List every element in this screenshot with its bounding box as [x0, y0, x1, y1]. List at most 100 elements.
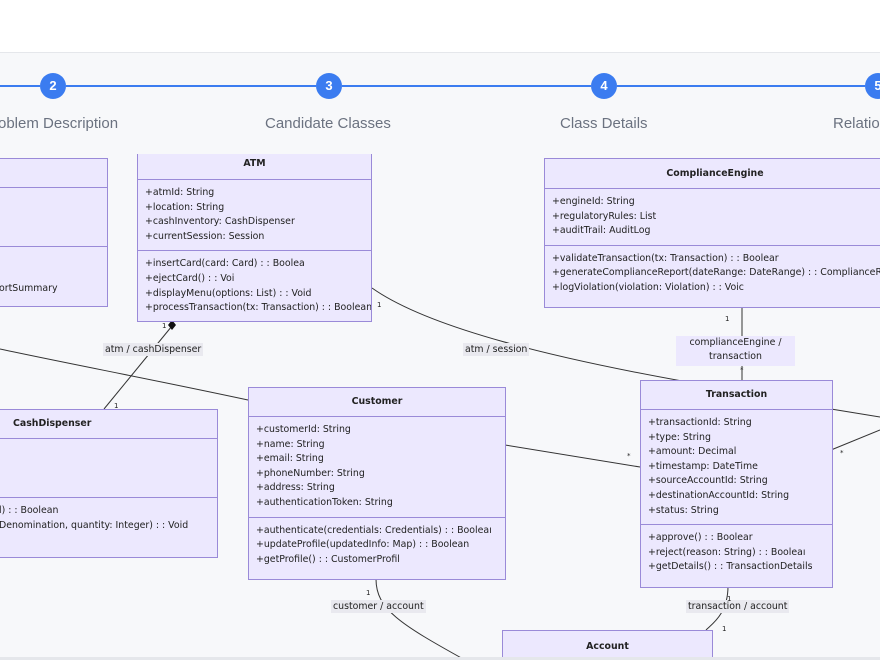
class-methods: +approve() : : Boolear +reject(reason: S…	[641, 525, 832, 581]
class-diagram-canvas[interactable]: ortSummary ATM +atmId: String +location:…	[0, 154, 880, 660]
step-5-circle[interactable]: 5	[865, 73, 880, 99]
attribute-row: +customerId: String	[256, 424, 351, 435]
top-bar	[0, 0, 880, 53]
attribute-row: +atmId: String	[145, 187, 215, 198]
class-name: Account	[503, 631, 712, 660]
method-row: Denomination, quantity: Integer) : : Voi…	[0, 519, 189, 531]
edge-label-compliance-transaction: complianceEngine / transaction	[676, 336, 795, 366]
edge-line	[705, 585, 729, 631]
class-attributes: +atmId: String +location: String +cashIn…	[138, 180, 371, 252]
class-methods: ortSummary	[0, 247, 107, 303]
attribute-row: +amount: Decimal	[648, 446, 737, 458]
composition-diamond	[168, 320, 176, 330]
class-box-transaction[interactable]: Transaction +transactionId: String +type…	[640, 380, 833, 588]
multiplicity: *	[740, 366, 744, 374]
edge-line	[103, 325, 173, 410]
edge-line	[375, 578, 466, 660]
wizard-stepper: 2 3 4 5 oblem Description Candidate Clas…	[0, 53, 880, 154]
attribute-row: +phoneNumber: String	[256, 467, 365, 479]
multiplicity: *	[627, 452, 631, 460]
attribute-row: +sourceAccountId: String	[648, 475, 768, 487]
class-name: ComplianceEngine	[545, 159, 880, 189]
attribute-row: +auditTrail: AuditLog	[552, 225, 651, 237]
attribute-row: +email: String	[256, 453, 324, 465]
edge-label-customer-account: customer / account	[331, 600, 426, 613]
multiplicity: 1	[114, 402, 119, 410]
multiplicity: 1	[366, 589, 371, 597]
method-row: +authenticate(credentials: Credentials) …	[256, 524, 492, 536]
class-methods: l) : : Boolean Denomination, quantity: I…	[0, 498, 217, 539]
edge-label-line: transaction	[709, 351, 762, 362]
step-connector	[66, 85, 316, 87]
attribute-row: +authenticationToken: String	[256, 496, 393, 508]
edge-label-line: complianceEngine /	[689, 337, 782, 348]
attribute-row: +regulatoryRules: List	[552, 210, 657, 222]
step-3-circle[interactable]: 3	[316, 73, 342, 99]
edge-label-atm-cash: atm / cashDispenser	[103, 343, 204, 356]
method-row: +insertCard(card: Card) : : Boolea	[145, 258, 305, 270]
class-box-atm[interactable]: ATM +atmId: String +location: String +ca…	[137, 154, 372, 322]
method-row: l) : : Boolean	[0, 505, 59, 516]
step-2-label[interactable]: oblem Description	[0, 115, 119, 132]
class-name: Transaction	[641, 381, 832, 410]
attribute-row: +currentSession: Session	[145, 230, 265, 242]
attribute-row: +address: String	[256, 482, 335, 494]
multiplicity: 1	[725, 315, 730, 323]
method-row: +generateComplianceReport(dateRange: Dat…	[552, 267, 880, 279]
class-attributes	[0, 439, 217, 498]
method-row: +approve() : : Boolear	[648, 532, 753, 544]
method-row: +reject(reason: String) : : Booleaı	[648, 546, 806, 558]
class-box-partial[interactable]: ortSummary	[0, 158, 108, 307]
class-attributes: +transactionId: String +type: String +am…	[641, 410, 832, 526]
class-name: ATM	[138, 154, 371, 180]
attribute-row: +location: String	[145, 201, 225, 213]
method-row: +getDetails() : : TransactionDetails	[648, 561, 813, 573]
class-box-customer[interactable]: Customer +customerId: String +name: Stri…	[248, 387, 506, 580]
method-row: +processTransaction(tx: Transaction) : :…	[145, 302, 372, 314]
multiplicity: 1	[722, 625, 727, 633]
edge-line	[504, 444, 641, 468]
class-box-account[interactable]: Account	[502, 630, 713, 660]
edge-line	[371, 287, 683, 382]
step-2-circle[interactable]: 2	[40, 73, 66, 99]
class-attributes: +customerId: String +name: String +email…	[249, 417, 505, 518]
attribute-row: +cashInventory: CashDispenser	[145, 216, 295, 228]
step-4-circle[interactable]: 4	[591, 73, 617, 99]
attribute-row: +status: String	[648, 504, 719, 516]
step-5-label[interactable]: Relatio	[833, 115, 880, 132]
step-4-label[interactable]: Class Details	[560, 115, 648, 132]
attribute-row: +transactionId: String	[648, 417, 752, 428]
step-3-label[interactable]: Candidate Classes	[265, 115, 391, 132]
multiplicity: *	[840, 449, 844, 457]
class-methods: +validateTransaction(tx: Transaction) : …	[545, 246, 880, 302]
method-row: +ejectCard() : : Voi	[145, 272, 235, 284]
step-connector	[617, 85, 865, 87]
method-row: +displayMenu(options: List) : : Void	[145, 287, 312, 299]
class-name	[0, 159, 107, 188]
bottom-edge	[0, 657, 880, 660]
edge-label-atm-session: atm / session	[463, 343, 530, 356]
attribute-row: +engineId: String	[552, 196, 635, 207]
class-methods: +insertCard(card: Card) : : Boolea +ejec…	[138, 251, 371, 321]
class-name: CashDispenser	[0, 410, 217, 439]
attribute-row: +timestamp: DateTime	[648, 460, 758, 472]
multiplicity: 1	[377, 301, 382, 309]
step-connector	[342, 85, 591, 87]
method-row: +getProfile() : : CustomerProfil	[256, 553, 400, 565]
edge-line	[0, 348, 249, 401]
step-connector	[0, 85, 40, 87]
class-box-cash-dispenser[interactable]: CashDispenser l) : : Boolean Denominatio…	[0, 409, 218, 558]
edge-line	[830, 429, 880, 451]
edge-label-transaction-account: transaction / account	[686, 600, 790, 613]
class-methods: +authenticate(credentials: Credentials) …	[249, 518, 505, 574]
class-name: Customer	[249, 388, 505, 417]
method-row: ortSummary	[0, 283, 58, 295]
class-box-compliance-engine[interactable]: ComplianceEngine +engineId: String +regu…	[544, 158, 880, 308]
attribute-row: +type: String	[648, 431, 711, 443]
edge-line	[830, 408, 880, 418]
method-row: +validateTransaction(tx: Transaction) : …	[552, 252, 779, 264]
class-attributes: +engineId: String +regulatoryRules: List…	[545, 189, 880, 246]
method-row: +updateProfile(updatedInfo: Map) : : Boo…	[256, 539, 470, 551]
multiplicity: 1	[162, 322, 167, 330]
class-attributes	[0, 188, 107, 247]
